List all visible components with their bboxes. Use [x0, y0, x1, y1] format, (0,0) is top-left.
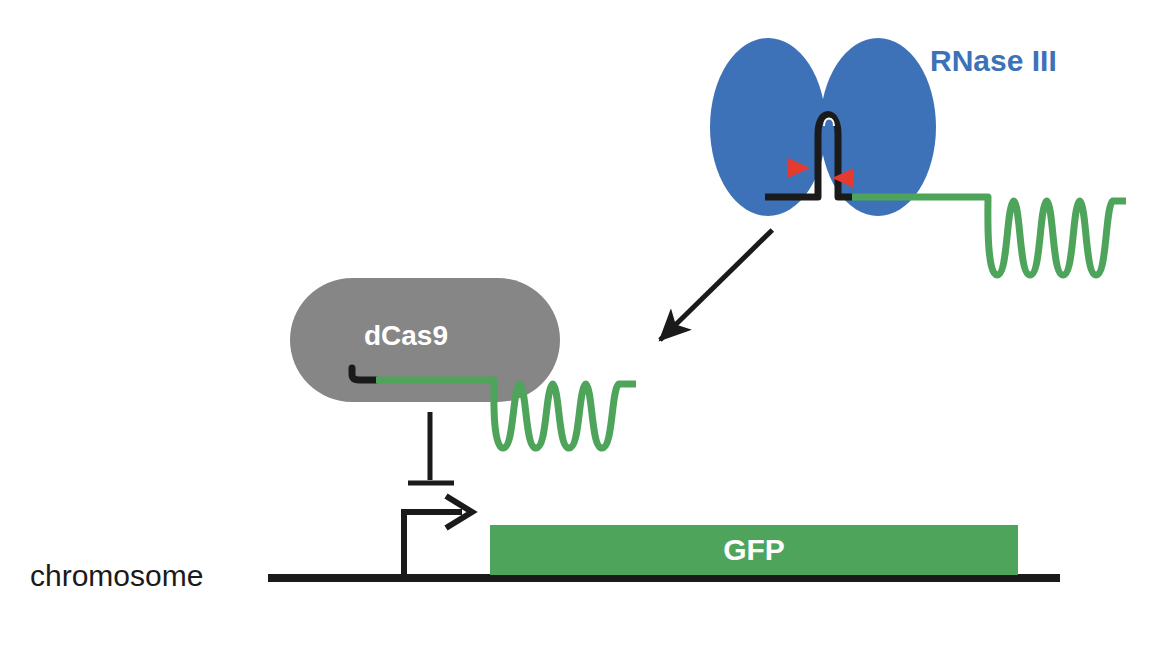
rnase-shape	[708, 36, 938, 218]
process-arrow	[660, 230, 772, 340]
promoter-arrowhead	[446, 496, 472, 528]
chromosome-label: chromosome	[30, 558, 203, 594]
guide-handle	[352, 368, 376, 380]
dcas9-protein: dCas9	[290, 278, 560, 402]
guide-rna	[376, 380, 636, 448]
gene-label: GFP	[723, 533, 785, 567]
repression-line	[428, 412, 433, 480]
protein-label: dCas9	[364, 320, 448, 352]
gfp-gene: GFP	[490, 525, 1018, 575]
guide-rna	[852, 197, 1126, 275]
hairpin-loop	[824, 119, 834, 127]
cleavage-site	[788, 158, 810, 178]
node-heading: RNase III	[930, 44, 1057, 78]
rna-hairpin	[765, 115, 852, 198]
chromosome-line	[268, 574, 1060, 582]
rnase-complex: RNase III	[708, 36, 938, 218]
repression-bar	[408, 481, 454, 486]
rnase-subunit	[820, 38, 936, 216]
guide-rna-strand	[852, 197, 1126, 275]
rnase-subunit	[710, 38, 826, 216]
cleavage-site	[832, 168, 854, 188]
guide-rna-strand	[376, 380, 636, 448]
